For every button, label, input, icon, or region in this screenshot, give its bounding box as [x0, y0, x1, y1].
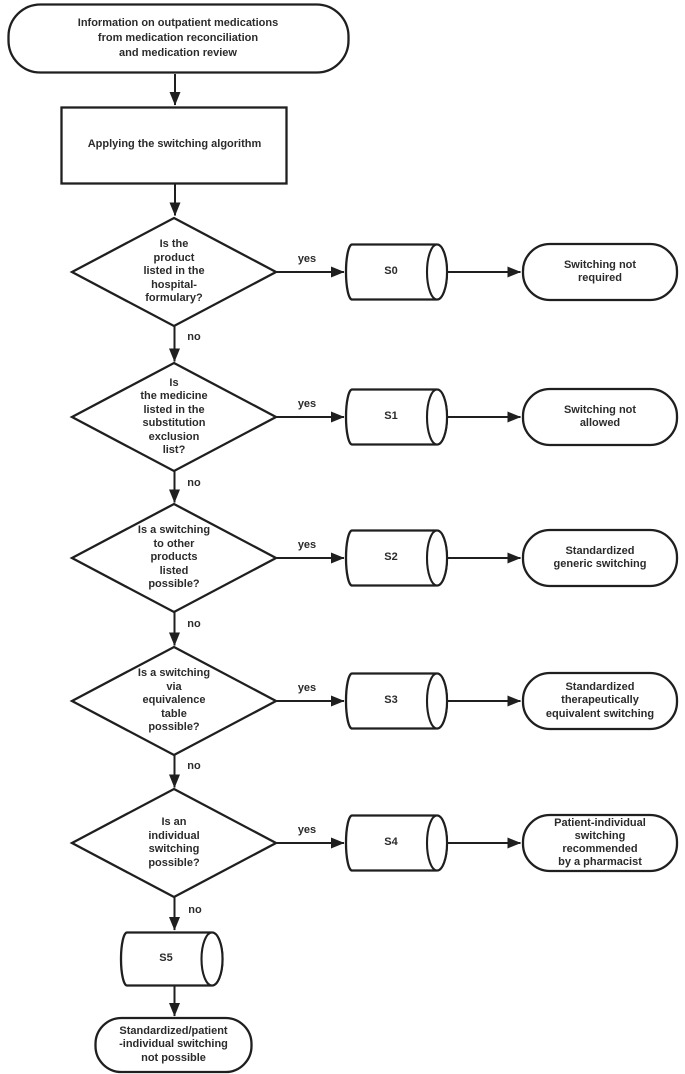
- start-terminator-shape: [7, 3, 350, 74]
- decision-4-diamond: [69, 645, 279, 757]
- outcome-1-terminator: [521, 242, 679, 302]
- final-outcome-terminator: [94, 1016, 253, 1074]
- decision-2-diamond: [69, 361, 279, 473]
- step-s3-cylinder-lid: [425, 672, 449, 730]
- outcome-3-terminator: [521, 528, 679, 588]
- step-s2-cylinder-lid: [425, 529, 449, 587]
- outcome-2-terminator: [521, 387, 679, 447]
- step-s4-cylinder-lid: [425, 814, 449, 872]
- step-s0-cylinder-lid: [425, 243, 449, 301]
- outcome-5-terminator: [521, 813, 679, 873]
- step-s5-cylinder-lid: [200, 931, 224, 987]
- outcome-4-terminator: [521, 671, 679, 731]
- decision-5-diamond: [69, 787, 279, 899]
- decision-3-diamond: [69, 502, 279, 614]
- step-s1-cylinder-lid: [425, 388, 449, 446]
- process-rect-shape: [60, 106, 288, 185]
- decision-1-diamond: [69, 216, 279, 328]
